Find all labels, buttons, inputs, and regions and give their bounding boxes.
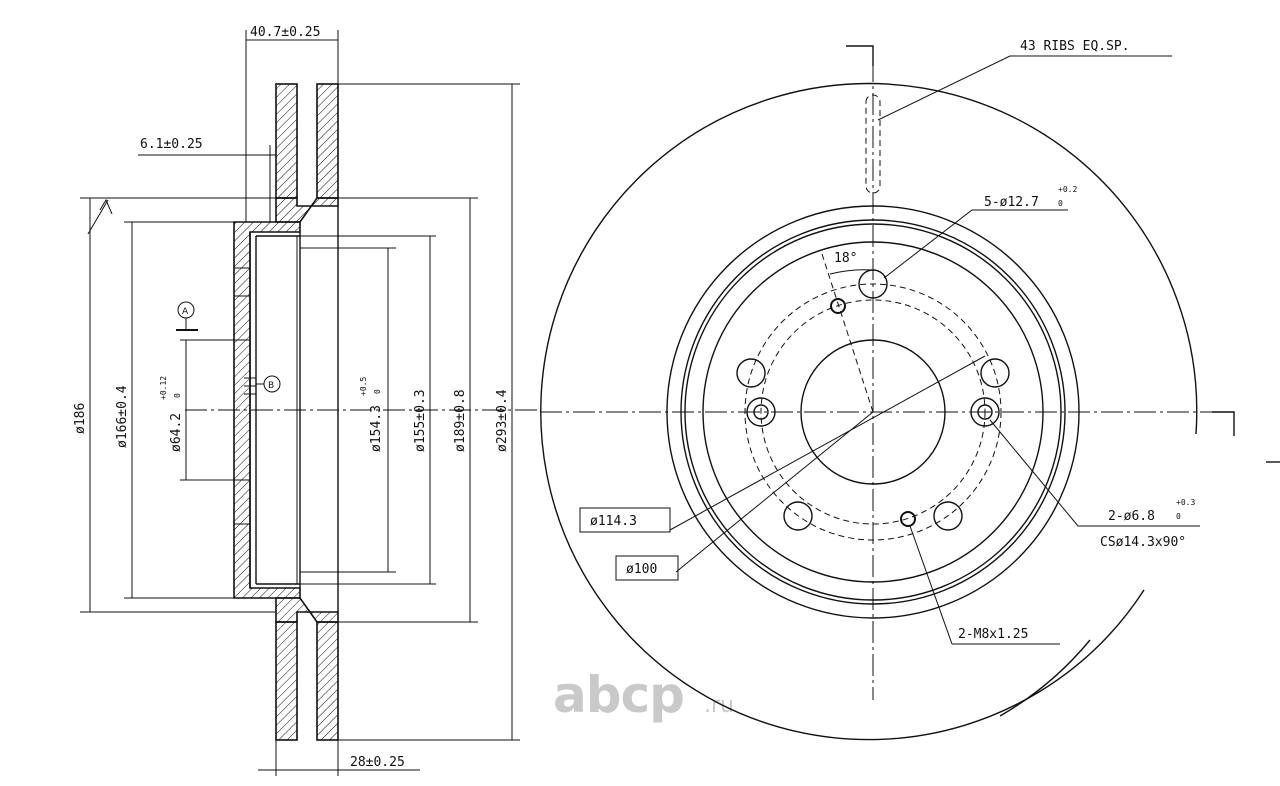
pin-holes-label: 2-ø6.8 [1108, 509, 1155, 524]
dim-dia-186: ø186 [73, 403, 88, 434]
watermark-logo: abcp .ru [553, 666, 734, 724]
dim-dia-154-tol-lower: 0 [373, 389, 382, 394]
dim-dia-293: ø293±0.4 [495, 389, 510, 452]
angle-arc [829, 269, 874, 275]
bolt-hole-3 [933, 501, 963, 531]
pin-hole-left-cs [746, 397, 776, 427]
pcd-100-label: ø100 [626, 562, 657, 577]
side-section-view: A B 40.7±0.25 6.1±0.25 28±0.25 ø186 ø166… [73, 25, 540, 776]
bolt-hole-4 [783, 501, 813, 531]
disc-outer-edge-lower [999, 639, 1091, 717]
countersink-label: CSø14.3x90° [1100, 535, 1186, 550]
hat-step [684, 223, 1062, 601]
pin-hole-right [977, 404, 993, 420]
outer-plate-lower [275, 621, 298, 741]
dim-hat-wall: 6.1±0.25 [140, 137, 203, 152]
pcd-100-frame [615, 555, 679, 581]
watermark-domain: .ru [704, 693, 734, 718]
bolt-holes-tol-upper: +0.2 [1058, 185, 1077, 194]
dim-dia-64-tol-upper: +0.12 [159, 376, 168, 400]
hat-transition-lower [275, 597, 339, 623]
dim-dia-189: ø189±0.8 [453, 389, 468, 452]
dim-dia-154: ø154.3 [369, 405, 384, 452]
pcd-100-circle [760, 299, 986, 525]
center-bore [800, 339, 946, 485]
section-mark-right [1212, 411, 1235, 436]
pin-holes-tol-upper: +0.3 [1176, 498, 1195, 507]
dim-friction-width: 28±0.25 [350, 755, 405, 770]
leader-thread [909, 525, 953, 645]
surface-symbol-v [99, 198, 113, 215]
pcd-114-frame [579, 507, 671, 533]
bolt-holes-tol-lower: 0 [1058, 199, 1063, 208]
dim-total-width: 40.7±0.25 [250, 25, 320, 40]
bolt-hole-2 [980, 358, 1010, 388]
pin-hole-right-cs [970, 397, 1000, 427]
disc-outer-edge [540, 82, 1198, 741]
pcd-114-circle [744, 283, 1002, 541]
friction-inner-edge [666, 205, 1080, 619]
leader-bolt-holes [883, 209, 1068, 279]
hat-inner-diameter [702, 241, 1044, 583]
leader-ribs [877, 55, 1172, 121]
ribs-note: 43 RIBS EQ.SP. [1020, 39, 1130, 54]
inner-plate-upper [316, 83, 339, 199]
bolt-hole-5 [736, 358, 766, 388]
angle-label: 18° [834, 251, 857, 266]
pcd-114-label: ø114.3 [590, 514, 637, 529]
pin-holes-tol-lower: 0 [1176, 512, 1181, 521]
datum-a-label: A [182, 307, 189, 317]
hat-transition-upper [275, 197, 339, 223]
hat-outer-diameter [680, 219, 1066, 605]
dim-dia-166: ø166±0.4 [115, 385, 130, 448]
watermark-brand: abcp [553, 666, 684, 724]
dim-dia-64: ø64.2 [169, 413, 184, 452]
thread-hole-2 [900, 511, 916, 527]
dim-dia-154-tol-upper: +0.5 [359, 377, 368, 396]
leader-pcd-114 [669, 355, 986, 531]
front-view: ø114.3 ø100 43 RIBS EQ.SP. 5-ø12.7 +0.2 … [540, 39, 1280, 741]
bolt-holes-label: 5-ø12.7 [984, 195, 1039, 210]
thread-hole-1 [830, 298, 846, 314]
pin-hole-left [753, 404, 769, 420]
inner-plate-lower [316, 621, 339, 741]
leader-pcd-100 [675, 411, 874, 573]
vent-rib-slot [865, 94, 881, 194]
angle-construction-line [821, 253, 874, 413]
datum-b-label: B [268, 381, 274, 391]
section-mark-top [846, 45, 874, 66]
leader-pin-holes [989, 419, 1200, 527]
surface-symbol-leader [87, 199, 109, 235]
thread-label: 2-M8x1.25 [958, 627, 1028, 642]
dim-dia-64-tol-lower: 0 [173, 393, 182, 398]
dim-dia-155: ø155±0.3 [413, 389, 428, 452]
outer-plate-upper [275, 83, 298, 199]
